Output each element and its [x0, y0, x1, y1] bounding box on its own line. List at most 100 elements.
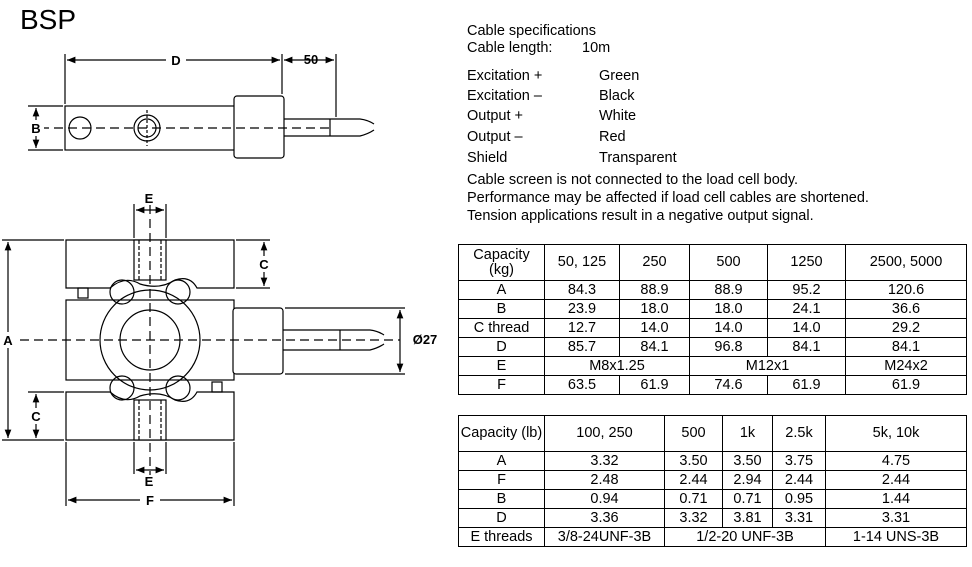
- dim-label-a: A: [3, 333, 13, 348]
- row-label: A: [458, 280, 545, 300]
- table-cell: 61.9: [845, 375, 967, 395]
- header-cell: 500: [664, 415, 723, 452]
- side-view-body: [64, 105, 236, 151]
- table-cell: 36.6: [845, 299, 967, 319]
- table-cell: 61.9: [767, 375, 846, 395]
- table-cell: 96.8: [689, 337, 768, 357]
- row-label: E: [458, 356, 545, 376]
- table-cell: 3.81: [722, 508, 773, 528]
- table-cell: 29.2: [845, 318, 967, 338]
- wire-name: Output +: [467, 108, 524, 124]
- cable-length-value: 10m: [582, 40, 611, 56]
- table-cell: 2.44: [772, 470, 826, 490]
- header-cell: Capacity (kg): [458, 244, 545, 281]
- header-cell: 500: [689, 244, 768, 281]
- header-cell: 50, 125: [544, 244, 620, 281]
- table-row: A 84.3 88.9 88.9 95.2 120.6: [458, 280, 967, 300]
- wire-color: Red: [599, 129, 626, 145]
- header-cell: 1250: [767, 244, 846, 281]
- wire-name: Output –: [467, 129, 523, 145]
- table-cell: 95.2: [767, 280, 846, 300]
- row-label: B: [458, 489, 545, 509]
- side-view-cable: [284, 118, 375, 137]
- table-row: A 3.32 3.50 3.50 3.75 4.75: [458, 451, 967, 471]
- table-cell: 3.32: [664, 508, 723, 528]
- row-label: F: [458, 375, 545, 395]
- technical-drawing: D 50 B E C A Ø27 C E F: [0, 52, 438, 508]
- dim-label-b: B: [31, 121, 40, 136]
- wire-name: Excitation +: [467, 68, 543, 84]
- table-row: B 0.94 0.71 0.71 0.95 1.44: [458, 489, 967, 509]
- table-row: F 2.48 2.44 2.94 2.44 2.44: [458, 470, 967, 490]
- table-cell: 84.3: [544, 280, 620, 300]
- table-row: C thread 12.7 14.0 14.0 14.0 29.2: [458, 318, 967, 338]
- table-cell: 2.94: [722, 470, 773, 490]
- table-cell: 14.0: [767, 318, 846, 338]
- table-row: D 85.7 84.1 96.8 84.1 84.1: [458, 337, 967, 357]
- table-cell: M12x1: [689, 356, 846, 376]
- table-cell: 3.36: [544, 508, 665, 528]
- cable-spec-heading: Cable specifications: [467, 23, 596, 39]
- header-cell: 1k: [722, 415, 773, 452]
- header-cell: 2.5k: [772, 415, 826, 452]
- wire-color: White: [599, 108, 637, 124]
- row-label: F: [458, 470, 545, 490]
- table-cell: 1/2-20 UNF-3B: [664, 527, 826, 547]
- table-cell: 3/8-24UNF-3B: [544, 527, 665, 547]
- table-cell: 74.6: [689, 375, 768, 395]
- table-header-row: Capacity (lb) 100, 250 500 1k 2.5k 5k, 1…: [458, 415, 967, 452]
- row-label: C thread: [458, 318, 545, 338]
- table-cell: 0.94: [544, 489, 665, 509]
- table-cell: 1.44: [825, 489, 967, 509]
- table-cell: 2.48: [544, 470, 665, 490]
- capacity-table-lb: Capacity (lb) 100, 250 500 1k 2.5k 5k, 1…: [458, 415, 967, 547]
- table-cell: 3.32: [544, 451, 665, 471]
- wire-name: Shield: [467, 150, 508, 166]
- header-cell: 5k, 10k: [825, 415, 967, 452]
- table-row: F 63.5 61.9 74.6 61.9 61.9: [458, 375, 967, 395]
- side-view-cable-gland: [233, 95, 285, 159]
- dim-label-c-bottom: C: [31, 409, 41, 424]
- header-cell: 100, 250: [544, 415, 665, 452]
- note-line: Tension applications result in a negativ…: [467, 208, 814, 224]
- wire-color: Green: [599, 68, 640, 84]
- table-cell: 61.9: [619, 375, 690, 395]
- table-row: E threads 3/8-24UNF-3B 1/2-20 UNF-3B 1-1…: [458, 527, 967, 547]
- table-cell: 85.7: [544, 337, 620, 357]
- dim-label-e-bottom: E: [145, 474, 154, 489]
- wire-name: Excitation –: [467, 88, 542, 104]
- table-header-row: Capacity (kg) 50, 125 250 500 1250 2500,…: [458, 244, 967, 281]
- table-cell: 24.1: [767, 299, 846, 319]
- dim-label-50: 50: [304, 52, 318, 67]
- capacity-table-kg: Capacity (kg) 50, 125 250 500 1250 2500,…: [458, 244, 967, 395]
- dim-label-diameter: Ø27: [413, 332, 438, 347]
- product-title: BSP: [20, 4, 77, 35]
- table-cell: 0.71: [664, 489, 723, 509]
- table-cell: 88.9: [689, 280, 768, 300]
- dim-label-f: F: [146, 493, 154, 508]
- wire-color: Transparent: [599, 150, 677, 166]
- row-label: E threads: [458, 527, 545, 547]
- table-cell: 14.0: [619, 318, 690, 338]
- table-cell: 84.1: [845, 337, 967, 357]
- table-cell: M24x2: [845, 356, 967, 376]
- table-cell: 3.50: [664, 451, 723, 471]
- dim-label-e-top: E: [145, 191, 154, 206]
- table-cell: 4.75: [825, 451, 967, 471]
- table-row: D 3.36 3.32 3.81 3.31 3.31: [458, 508, 967, 528]
- table-cell: 0.71: [722, 489, 773, 509]
- table-cell: 12.7: [544, 318, 620, 338]
- dim-label-c-top: C: [259, 257, 269, 272]
- dim-label-d: D: [171, 53, 180, 68]
- table-cell: 63.5: [544, 375, 620, 395]
- header-cell: Capacity (lb): [458, 415, 545, 452]
- front-view-cable-gland: [232, 307, 284, 375]
- cable-length-label: Cable length:: [467, 40, 553, 56]
- table-cell: 2.44: [825, 470, 967, 490]
- table-row: B 23.9 18.0 18.0 24.1 36.6: [458, 299, 967, 319]
- wire-color: Black: [599, 88, 635, 104]
- table-cell: 3.31: [825, 508, 967, 528]
- table-cell: 3.50: [722, 451, 773, 471]
- table-cell: 18.0: [619, 299, 690, 319]
- row-label: D: [458, 337, 545, 357]
